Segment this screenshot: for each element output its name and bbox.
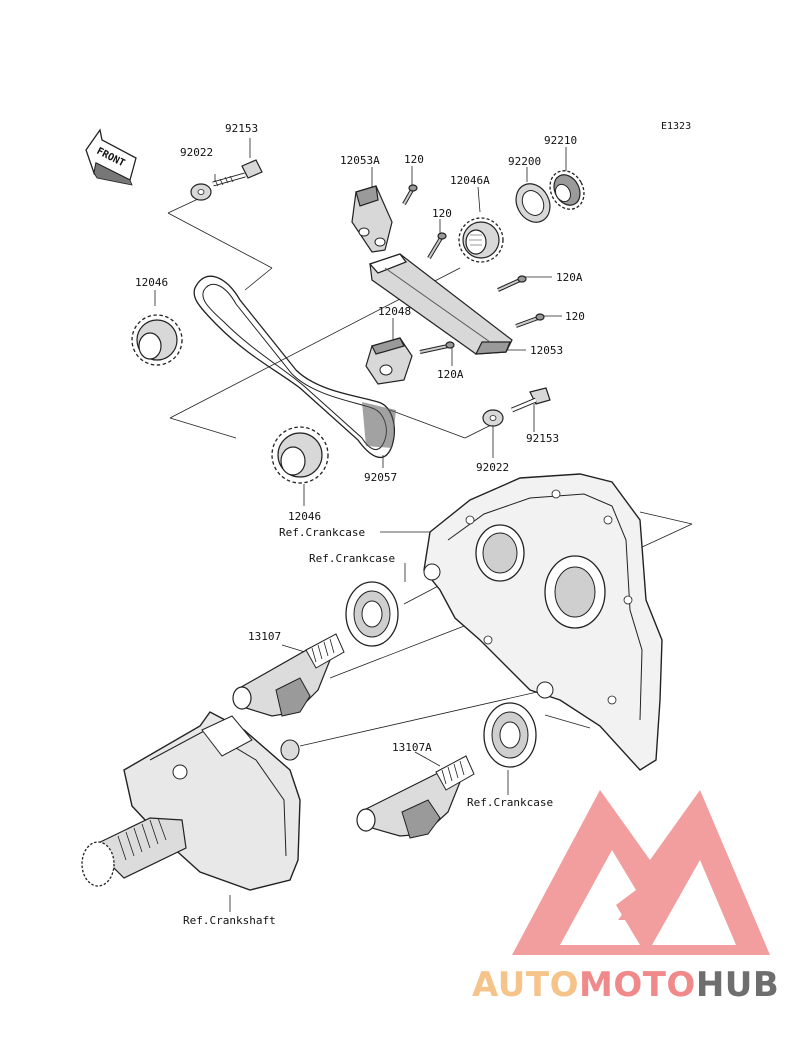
- washer-92022-top: [190, 183, 212, 201]
- svg-text:AUTOMOTOHUB: AUTOMOTOHUB: [472, 965, 779, 1005]
- chain-guide-12053A: [351, 185, 393, 253]
- bolt-120A-b: [419, 341, 455, 354]
- shaft-13107: [232, 633, 345, 717]
- label-92022-mid: 92022: [476, 461, 509, 474]
- washer-92022-mid: [482, 409, 504, 427]
- bearing-upper: [345, 581, 399, 647]
- watermark-part-hub: HUB: [696, 965, 779, 1005]
- label-120A-b: 120A: [437, 368, 464, 381]
- label-120-c: 120: [565, 310, 585, 323]
- label-92057: 92057: [364, 471, 397, 484]
- bolt-92153-top: [212, 159, 263, 187]
- ref-crankshaft: Ref.Crankshaft: [183, 914, 276, 927]
- label-12053: 12053: [530, 344, 563, 357]
- watermark-part-auto: AUTO: [472, 965, 579, 1005]
- washer-92200: [515, 183, 551, 223]
- sprocket-12046A: [458, 217, 504, 263]
- label-12046-left: 12046: [135, 276, 168, 289]
- watermark-part-moto: MOTO: [579, 965, 696, 1005]
- bearing-lower: [483, 702, 537, 768]
- cam-chain-92057: [193, 275, 396, 459]
- bolt-92153-mid: [511, 387, 551, 413]
- bolt-120A-a: [497, 275, 527, 292]
- automotohub-logo-icon: [512, 790, 770, 955]
- label-92153-top: 92153: [225, 122, 258, 135]
- nut-92210: [549, 170, 585, 210]
- shaft-13107A: [356, 755, 475, 839]
- watermark-wordmark: AUTOMOTOHUB: [472, 965, 779, 1005]
- label-12046A: 12046A: [450, 174, 490, 187]
- label-13107: 13107: [248, 630, 281, 643]
- sprocket-12046-left: [131, 314, 183, 366]
- label-13107A: 13107A: [392, 741, 432, 754]
- tensioner-12048: [365, 337, 413, 385]
- label-12046-bottom: 12046: [288, 510, 321, 523]
- label-120A-a: 120A: [556, 271, 583, 284]
- label-120-b: 120: [432, 207, 452, 220]
- label-92200: 92200: [508, 155, 541, 168]
- crankshaft: [81, 711, 301, 891]
- bolt-120-c: [515, 313, 545, 328]
- ref-crankcase-2: Ref.Crankcase: [309, 552, 395, 565]
- chain-guide-12053: [368, 253, 513, 355]
- crankcase-cover: [423, 473, 663, 771]
- diagram-code: E1323: [661, 121, 691, 132]
- ref-crankcase-3: Ref.Crankcase: [467, 796, 553, 809]
- sprocket-12046-bottom: [271, 426, 329, 484]
- label-92210: 92210: [544, 134, 577, 147]
- label-120-a: 120: [404, 153, 424, 166]
- label-92153-mid: 92153: [526, 432, 559, 445]
- label-92022-top: 92022: [180, 146, 213, 159]
- bolt-120-b: [427, 232, 447, 260]
- front-arrow-icon: FRONT: [85, 128, 137, 186]
- bolt-120-a: [402, 184, 418, 205]
- label-12053A: 12053A: [340, 154, 380, 167]
- label-12048: 12048: [378, 305, 411, 318]
- ref-crankcase-1: Ref.Crankcase: [279, 526, 365, 539]
